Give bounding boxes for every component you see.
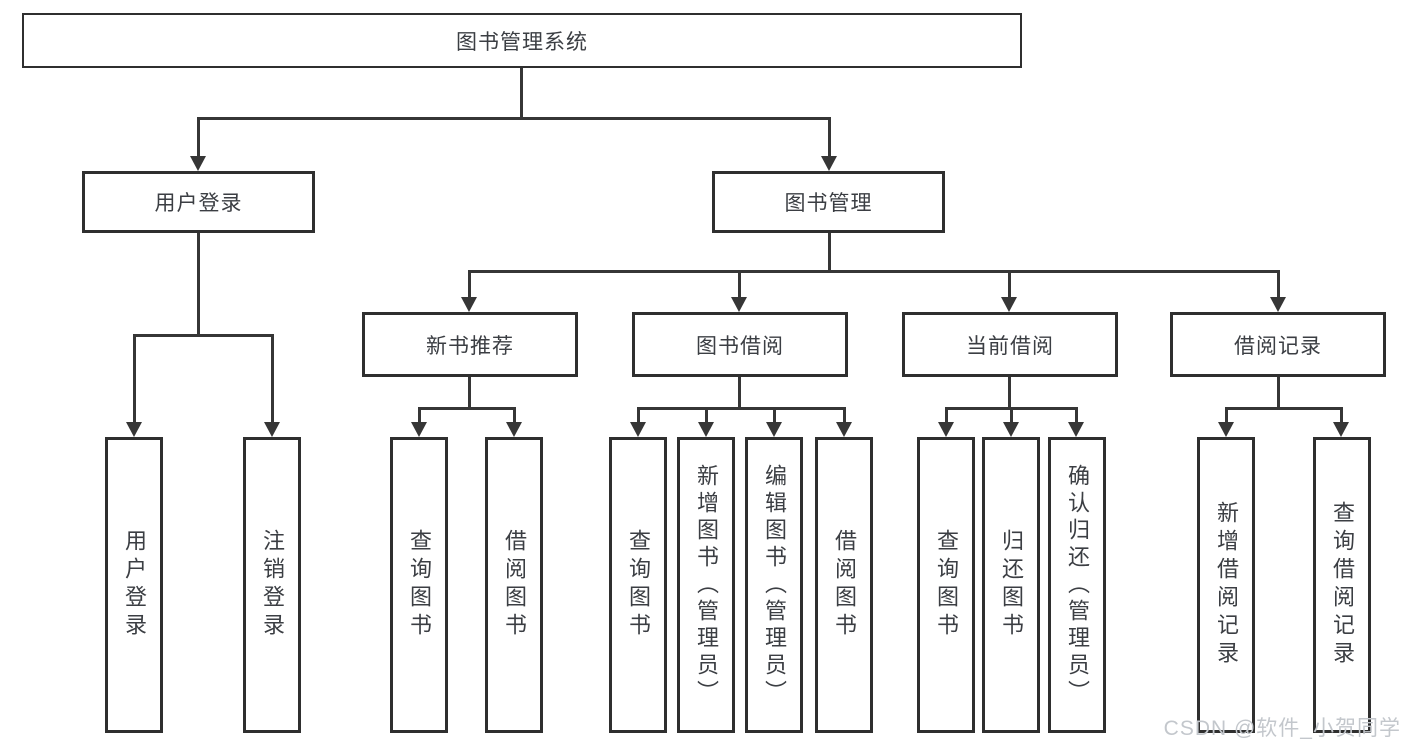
arrowhead-icon (461, 297, 477, 312)
arrowhead-icon (938, 422, 954, 437)
arrowhead-icon (1068, 422, 1084, 437)
node-label: 图书管理系统 (456, 30, 588, 54)
node-borrow-records: 借阅记录 (1170, 312, 1386, 377)
connector-line (468, 377, 471, 410)
csdn-watermark: CSDN @软件_小贺同学 (1163, 717, 1401, 740)
arrowhead-icon (1003, 422, 1019, 437)
leaf-add-borrow-record: 新增借阅记录 (1197, 437, 1255, 733)
node-user-login: 用户登录 (82, 171, 315, 233)
node-label: 编辑图书（管理员） (762, 463, 787, 707)
node-label: 归还图书 (999, 529, 1024, 641)
connector-line (197, 117, 200, 158)
node-label: 查询图书 (934, 529, 959, 641)
arrowhead-icon (264, 422, 280, 437)
arrowhead-icon (1218, 422, 1234, 437)
arrowhead-icon (731, 297, 747, 312)
arrowhead-icon (630, 422, 646, 437)
connector-line (1075, 407, 1078, 424)
connector-line (520, 68, 523, 120)
node-label: 新增图书（管理员） (694, 463, 719, 707)
connector-line (637, 407, 640, 424)
arrowhead-icon (411, 422, 427, 437)
node-label: 图书借阅 (696, 334, 784, 358)
node-label: 借阅记录 (1234, 334, 1322, 358)
node-label: 用户登录 (122, 529, 147, 641)
node-book-borrowing: 图书借阅 (632, 312, 848, 377)
arrowhead-icon (836, 422, 852, 437)
connector-line (1008, 377, 1011, 410)
leaf-query-books-3: 查询图书 (917, 437, 975, 733)
leaf-edit-books-admin: 编辑图书（管理员） (745, 437, 803, 733)
node-label: 注销登录 (260, 529, 285, 641)
connector-line (197, 233, 200, 337)
connector-line (738, 270, 741, 299)
leaf-return-books: 归还图书 (982, 437, 1040, 733)
node-label: 借阅图书 (502, 529, 527, 641)
arrowhead-icon (1001, 297, 1017, 312)
arrowhead-icon (1333, 422, 1349, 437)
connector-line (828, 117, 831, 158)
connector-line (1225, 407, 1343, 410)
node-label: 借阅图书 (832, 529, 857, 641)
node-current-borrowing: 当前借阅 (902, 312, 1118, 377)
arrowhead-icon (126, 422, 142, 437)
leaf-add-books-admin: 新增图书（管理员） (677, 437, 735, 733)
connector-line (513, 407, 516, 424)
connector-line (468, 270, 1280, 273)
node-label: 图书管理 (784, 192, 873, 215)
connector-line (705, 407, 708, 424)
connector-line (1010, 407, 1013, 424)
node-book-management: 图书管理 (712, 171, 945, 233)
connector-line (1277, 270, 1280, 299)
connector-line (133, 334, 136, 424)
leaf-query-borrow-record: 查询借阅记录 (1313, 437, 1371, 733)
connector-line (1225, 407, 1228, 424)
arrowhead-icon (766, 422, 782, 437)
connector-line (738, 377, 741, 410)
node-label: 当前借阅 (966, 334, 1054, 358)
connector-line (1277, 377, 1280, 410)
arrowhead-icon (190, 156, 206, 171)
connector-line (418, 407, 516, 410)
connector-line (133, 334, 274, 337)
connector-line (773, 407, 776, 424)
node-label: 查询借阅记录 (1330, 501, 1355, 669)
node-root-library-system: 图书管理系统 (22, 13, 1022, 68)
leaf-confirm-return-admin: 确认归还（管理员） (1048, 437, 1106, 733)
arrowhead-icon (506, 422, 522, 437)
leaf-borrow-books-2: 借阅图书 (815, 437, 873, 733)
node-label: 用户登录 (154, 192, 243, 215)
node-label: 确认归还（管理员） (1065, 463, 1090, 707)
connector-line (828, 233, 831, 273)
connector-line (197, 117, 831, 120)
connector-line (1008, 270, 1011, 299)
leaf-query-books-1: 查询图书 (390, 437, 448, 733)
node-new-book-recommend: 新书推荐 (362, 312, 578, 377)
connector-line (1340, 407, 1343, 424)
node-label: 新增借阅记录 (1214, 501, 1239, 669)
arrowhead-icon (821, 156, 837, 171)
connector-line (945, 407, 948, 424)
connector-line (843, 407, 846, 424)
node-label: 查询图书 (407, 529, 432, 641)
connector-line (637, 407, 845, 410)
node-label: 查询图书 (626, 529, 651, 641)
connector-line (468, 270, 471, 299)
leaf-user-login: 用户登录 (105, 437, 163, 733)
leaf-query-books-2: 查询图书 (609, 437, 667, 733)
node-label: 新书推荐 (426, 334, 514, 358)
connector-line (418, 407, 421, 424)
connector-line (271, 334, 274, 424)
leaf-logout: 注销登录 (243, 437, 301, 733)
leaf-borrow-books-1: 借阅图书 (485, 437, 543, 733)
arrowhead-icon (698, 422, 714, 437)
arrowhead-icon (1270, 297, 1286, 312)
